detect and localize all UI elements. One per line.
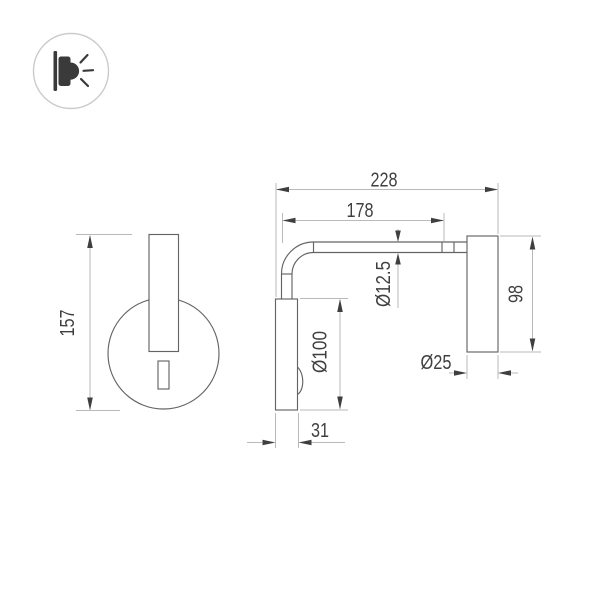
- dim-98: 98: [500, 235, 541, 353]
- arrowhead-icon: [498, 370, 511, 376]
- arrowhead-icon: [262, 439, 276, 446]
- front-view: [107, 233, 220, 410]
- dim-12-5: Ø12.5: [373, 229, 401, 308]
- dim-178: 178: [282, 200, 445, 243]
- dim-228-label: 228: [371, 170, 398, 192]
- lamp-backplate-shape: [53, 51, 58, 91]
- dim-31-label: 31: [311, 420, 329, 442]
- dim-100: Ø100: [300, 298, 348, 411]
- dim-157: 157: [57, 234, 132, 411]
- arrowhead-icon: [454, 370, 467, 376]
- front-head-rect: [148, 233, 180, 353]
- arrowhead-icon: [87, 397, 93, 411]
- dim-12-5-label: Ø12.5: [373, 261, 395, 307]
- side-switch-fin: [297, 366, 304, 395]
- arm-bend-outer-arc: [280, 241, 314, 275]
- brand-logo: [32, 32, 110, 110]
- arrowhead-icon: [529, 236, 536, 250]
- arrowhead-icon: [337, 299, 343, 312]
- lamp-body-shape: [58, 56, 71, 86]
- arrowhead-icon: [337, 396, 343, 410]
- arrowhead-icon: [87, 235, 93, 248]
- light-ray-icon: [82, 69, 95, 72]
- light-ray-icon: [79, 53, 89, 64]
- arm-bend-inner-arc: [291, 251, 314, 275]
- side-view: [274, 235, 499, 411]
- dim-25-label: Ø25: [421, 352, 452, 374]
- arrowhead-icon: [485, 186, 498, 193]
- arrowhead-icon: [276, 186, 289, 193]
- arrowhead-icon: [431, 217, 444, 224]
- dim-228: 228: [275, 170, 499, 297]
- front-switch-rect: [157, 360, 170, 390]
- side-base-plate: [274, 298, 299, 411]
- arrowhead-icon: [282, 217, 296, 224]
- dim-100-label: Ø100: [310, 331, 332, 373]
- wall-lamp-icon: [53, 51, 95, 91]
- arrowhead-icon: [395, 253, 401, 265]
- arrowhead-icon: [395, 230, 401, 242]
- light-ray-icon: [79, 77, 90, 88]
- dim-31: 31: [247, 413, 345, 448]
- lamp-lens-shape: [70, 62, 80, 80]
- side-head-rect: [466, 235, 499, 353]
- arrowhead-icon: [529, 338, 536, 352]
- dim-178-label: 178: [347, 200, 374, 222]
- arrowhead-icon: [298, 439, 312, 446]
- dim-157-label: 157: [57, 310, 79, 337]
- dim-98-label: 98: [506, 285, 528, 303]
- dim-25: Ø25: [421, 352, 518, 379]
